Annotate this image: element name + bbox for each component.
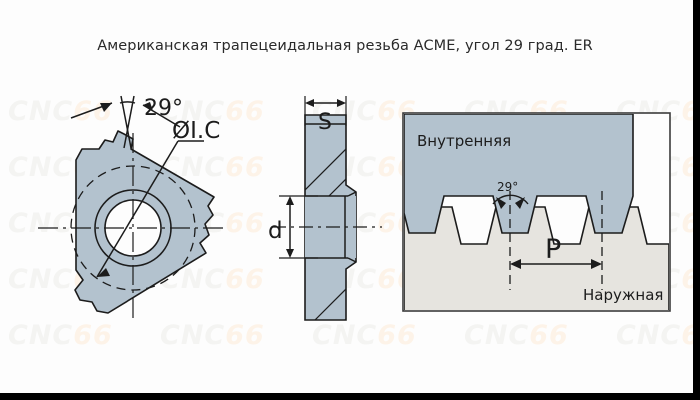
ic-diameter-leader <box>96 140 204 278</box>
dimension-S <box>304 96 347 126</box>
insert-side-view: S d <box>268 96 382 321</box>
external-thread-label: Наружная <box>583 286 663 304</box>
dimension-P-label: P <box>545 234 561 265</box>
dimension-d-label: d <box>268 218 283 244</box>
dimension-S-label: S <box>318 110 332 135</box>
dimension-d <box>279 195 318 259</box>
angle-29-indicator-face <box>70 95 181 149</box>
page-title: Американская трапецеидальная резьба ACME… <box>97 38 593 54</box>
angle-29-label-thread: 29° <box>497 180 518 194</box>
ic-diameter-label: ØI.C <box>172 118 220 144</box>
internal-thread-label: Внутренняя <box>417 132 511 150</box>
dimension-P <box>510 259 602 269</box>
thread-profile-view: 29° P Внутренняя Наружная <box>402 112 671 312</box>
bore-chamfer-top <box>347 191 357 197</box>
section-hatch-lower <box>305 258 356 320</box>
section-hatch-upper <box>305 124 356 196</box>
angle-29-label-face: 29° <box>144 96 183 121</box>
internal-thread-body <box>404 114 634 234</box>
bore-chamfer-bottom <box>347 257 357 263</box>
insert-face-view: 29° ØI.C <box>38 95 228 323</box>
